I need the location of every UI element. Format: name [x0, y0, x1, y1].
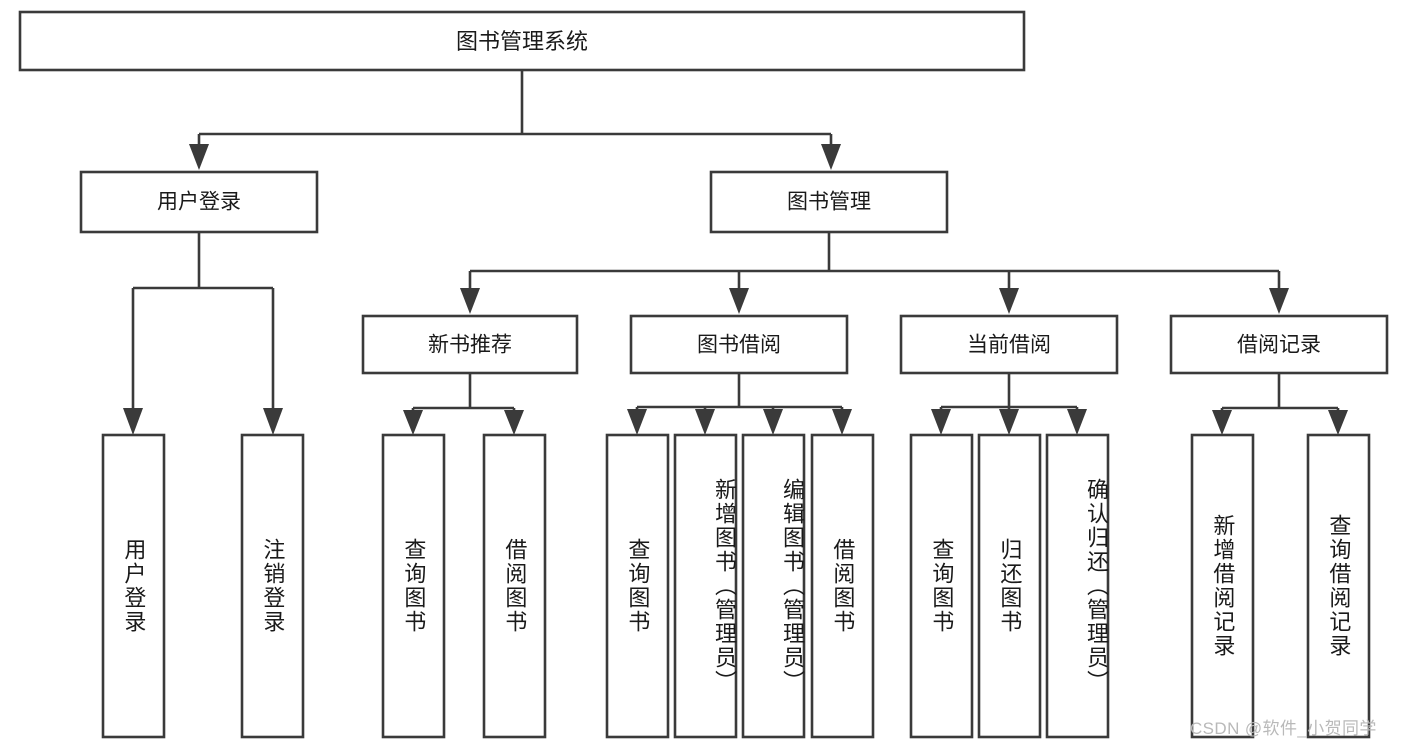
node-new-book-rec[interactable]: 新书推荐 [361, 314, 579, 375]
arrow-head-leaf-user-login [123, 408, 143, 435]
connector-root-to-level2 [189, 70, 841, 170]
arrow-head-book-manage [821, 144, 841, 170]
node-root-box [18, 10, 1026, 72]
connector-current-borrow-to-leaves [931, 373, 1087, 435]
arrow-head-book-borrow [729, 288, 749, 314]
arrow-head-leaf-query-book-cur [931, 409, 951, 435]
leaf-user-login-box[interactable] [101, 433, 166, 739]
node-user-login[interactable]: 用户登录 [79, 170, 319, 234]
arrow-head-leaf-query-book-bor [627, 409, 647, 435]
leaf-query-book-rec-box[interactable] [381, 433, 446, 739]
leaf-query-book-cur-box[interactable] [909, 433, 974, 739]
node-root-label: 图书管理系统 [456, 29, 588, 54]
arrow-head-leaf-logout [263, 408, 283, 435]
leaf-query-record-box[interactable] [1306, 433, 1371, 739]
connector-book-manage-to-level3 [460, 232, 1289, 314]
connector-borrow-record-to-leaves [1212, 373, 1348, 435]
node-book-manage[interactable]: 图书管理 [709, 170, 949, 234]
leaf-borrow-book-rec-box[interactable] [482, 433, 547, 739]
arrow-head-leaf-query-record [1328, 410, 1348, 435]
node-user-login-box [79, 170, 319, 234]
arrow-head-new-book-rec [460, 288, 480, 314]
node-borrow-record-label: 借阅记录 [1237, 334, 1321, 357]
leaf-return-book-box[interactable] [977, 433, 1042, 739]
arrow-head-current-borrow [999, 288, 1019, 314]
arrow-head-leaf-add-record [1212, 410, 1232, 435]
leaf-borrow-book-box[interactable] [810, 433, 875, 739]
arrow-head-leaf-return-book [999, 409, 1019, 435]
connector-user-login-to-leaves [123, 232, 283, 435]
arrow-head-leaf-edit-book [763, 409, 783, 435]
arrow-head-leaf-add-book [695, 409, 715, 435]
arrow-head-leaf-confirm-return [1067, 409, 1087, 435]
leaf-edit-book-box[interactable] [741, 433, 806, 739]
leaf-add-book-box[interactable] [673, 433, 738, 739]
arrow-head-user-login [189, 144, 209, 170]
node-current-borrow-box [899, 314, 1119, 375]
arrow-head-leaf-borrow-book-rec [504, 410, 524, 435]
arrow-head-borrow-record [1269, 288, 1289, 314]
leaf-query-book-bor-box[interactable] [605, 433, 670, 739]
leaf-logout-box[interactable] [240, 433, 305, 739]
node-book-borrow[interactable]: 图书借阅 [629, 314, 849, 375]
connector-book-borrow-to-leaves [627, 373, 852, 435]
leaf-boxes [101, 433, 1371, 739]
node-root[interactable]: 图书管理系统 [18, 10, 1026, 72]
node-new-book-rec-label: 新书推荐 [428, 334, 512, 357]
node-new-book-rec-box [361, 314, 579, 375]
node-current-borrow[interactable]: 当前借阅 [899, 314, 1119, 375]
node-current-borrow-label: 当前借阅 [967, 334, 1051, 357]
leaf-add-record-box[interactable] [1190, 433, 1255, 739]
node-book-manage-label: 图书管理 [787, 191, 871, 214]
node-book-borrow-label: 图书借阅 [697, 334, 781, 357]
connector-new-book-rec-to-leaves [403, 373, 524, 435]
arrow-head-leaf-query-book-rec [403, 410, 423, 435]
node-user-login-label: 用户登录 [157, 191, 241, 214]
leaf-confirm-return-box[interactable] [1045, 433, 1110, 739]
arrow-head-leaf-borrow-book [832, 409, 852, 435]
watermark-text: CSDN @软件_小贺同学 [1190, 719, 1377, 738]
node-borrow-record[interactable]: 借阅记录 [1169, 314, 1389, 375]
